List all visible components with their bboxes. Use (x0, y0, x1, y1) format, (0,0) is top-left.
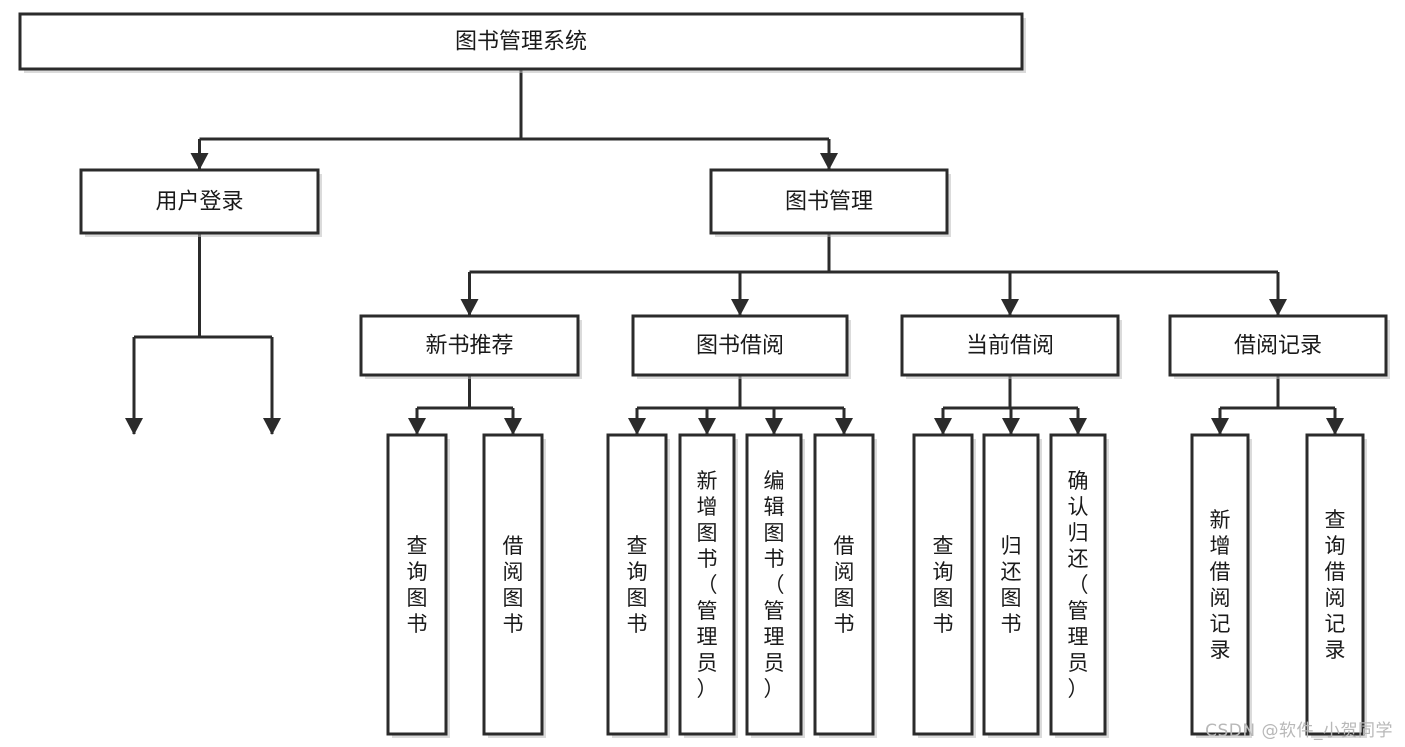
node-bb-edit-book[interactable]: 编辑图书（管理员） (745, 433, 805, 738)
arrow-head-new-book-rec (460, 299, 479, 316)
node-label-bb-borrow-book: 借阅图书 (834, 534, 855, 636)
node-bb-borrow-book[interactable]: 借阅图书 (813, 433, 877, 738)
arrow-head-bb-borrow-book (835, 418, 853, 435)
arrow-head-nbr-query-book (408, 418, 426, 435)
arrow-head-cb-return-book (1002, 418, 1020, 435)
arrow-head-user-login (190, 153, 209, 170)
node-user-login[interactable]: 用户登录 (79, 168, 322, 237)
node-current-borrow[interactable]: 当前借阅 (900, 314, 1122, 379)
arrow-head-bb-edit-book (765, 418, 783, 435)
node-box-borrow-records[interactable] (1168, 314, 1388, 377)
node-box-book-borrow[interactable] (631, 314, 849, 377)
connector-links-layer (125, 69, 1344, 435)
node-br-add-record[interactable]: 新增借阅记录 (1190, 433, 1252, 738)
node-box-current-borrow[interactable] (900, 314, 1120, 377)
arrow-head-leaf-user-login (125, 418, 143, 435)
node-box-br-query-record[interactable] (1305, 433, 1365, 736)
node-label-bb-add-book: 新增图书（管理员） (697, 469, 718, 701)
node-cb-query-book[interactable]: 查询图书 (912, 433, 976, 738)
node-bb-query-book[interactable]: 查询图书 (606, 433, 670, 738)
node-box-nbr-query-book[interactable] (386, 433, 448, 736)
node-box-book-manage[interactable] (709, 168, 949, 235)
node-label-book-borrow: 图书借阅 (696, 334, 784, 359)
node-label-root: 图书管理系统 (455, 30, 587, 55)
node-label-nbr-borrow-book: 借阅图书 (503, 534, 524, 636)
node-label-cb-return-book: 归还图书 (1001, 534, 1022, 636)
node-box-br-add-record[interactable] (1190, 433, 1250, 736)
node-book-borrow[interactable]: 图书借阅 (631, 314, 851, 379)
arrow-head-current-borrow (1001, 299, 1019, 316)
node-book-manage[interactable]: 图书管理 (709, 168, 951, 237)
node-cb-confirm-return[interactable]: 确认归还（管理员） (1049, 433, 1109, 738)
node-label-nbr-query-book: 查询图书 (407, 534, 428, 636)
node-box-cb-return-book[interactable] (982, 433, 1040, 736)
node-cb-return-book[interactable]: 归还图书 (982, 433, 1042, 738)
arrow-head-leaf-logout (263, 418, 281, 435)
node-label-current-borrow: 当前借阅 (966, 334, 1054, 359)
node-box-bb-edit-book[interactable] (745, 433, 803, 736)
node-box-root[interactable] (18, 12, 1024, 71)
node-br-query-record[interactable]: 查询借阅记录 (1305, 433, 1367, 738)
arrow-head-book-borrow (731, 299, 749, 316)
node-new-book-rec[interactable]: 新书推荐 (359, 314, 582, 379)
node-label-br-add-record: 新增借阅记录 (1210, 508, 1231, 662)
arrow-head-borrow-records (1269, 299, 1287, 316)
node-box-bb-query-book[interactable] (606, 433, 668, 736)
node-label-br-query-record: 查询借阅记录 (1325, 508, 1346, 662)
node-label-user-login: 用户登录 (155, 190, 243, 215)
arrow-head-bb-query-book (628, 418, 646, 435)
node-nbr-query-book[interactable]: 查询图书 (386, 433, 450, 738)
node-label-bb-edit-book: 编辑图书（管理员） (764, 469, 785, 701)
arrow-head-bb-add-book (698, 418, 716, 435)
node-box-cb-query-book[interactable] (912, 433, 974, 736)
node-box-cb-confirm-return[interactable] (1049, 433, 1107, 736)
arrow-head-book-manage (820, 153, 838, 170)
arrow-head-br-add-record (1211, 418, 1229, 435)
node-label-borrow-records: 借阅记录 (1234, 334, 1322, 359)
node-root[interactable]: 图书管理系统 (18, 12, 1026, 73)
arrow-head-nbr-borrow-book (504, 418, 522, 435)
node-label-book-manage: 图书管理 (785, 190, 873, 215)
node-borrow-records[interactable]: 借阅记录 (1168, 314, 1390, 379)
node-nbr-borrow-book[interactable]: 借阅图书 (482, 433, 546, 738)
arrow-head-cb-query-book (934, 418, 952, 435)
node-box-bb-add-book[interactable] (678, 433, 736, 736)
node-label-new-book-rec: 新书推荐 (425, 334, 513, 359)
node-box-new-book-rec[interactable] (359, 314, 580, 377)
node-label-cb-confirm-return: 确认归还（管理员） (1068, 469, 1089, 701)
node-box-bb-borrow-book[interactable] (813, 433, 875, 736)
node-box-user-login[interactable] (79, 168, 320, 235)
node-box-nbr-borrow-book[interactable] (482, 433, 544, 736)
node-bb-add-book[interactable]: 新增图书（管理员） (678, 433, 738, 738)
node-label-cb-query-book: 查询图书 (933, 534, 954, 636)
node-label-bb-query-book: 查询图书 (627, 534, 648, 636)
arrow-head-br-query-record (1326, 418, 1344, 435)
arrow-head-cb-confirm-return (1069, 418, 1087, 435)
